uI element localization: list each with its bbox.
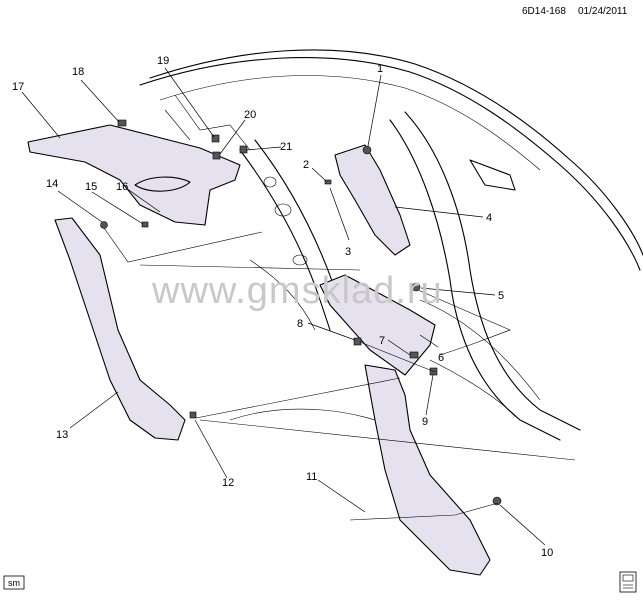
clip-19 <box>211 134 220 143</box>
callout-4: 4 <box>486 212 492 224</box>
part-4-pillar-upper-trim <box>334 144 411 256</box>
clip-20 <box>212 151 221 160</box>
nut-5 <box>411 282 421 292</box>
nut-10 <box>492 496 502 506</box>
assembly-lines <box>103 227 576 521</box>
part-17-quarter-upper-trim <box>27 124 241 226</box>
callout-7: 7 <box>379 335 385 347</box>
callout-14: 14 <box>46 178 58 190</box>
clip-18 <box>117 119 127 127</box>
clip-7 <box>409 351 419 359</box>
part-11-center-pillar-trim <box>364 364 491 576</box>
nut-14 <box>100 221 108 229</box>
callout-6: 6 <box>438 352 444 364</box>
callout-21: 21 <box>280 141 292 153</box>
clip-8 <box>353 337 362 346</box>
callout-10: 10 <box>541 547 553 559</box>
corner-logo-icon <box>619 571 637 593</box>
callout-18: 18 <box>72 66 84 78</box>
callout-3: 3 <box>345 246 351 258</box>
diagram-code: 6D14-168 <box>522 6 566 17</box>
callout-8: 8 <box>297 318 303 330</box>
callout-9: 9 <box>422 416 428 428</box>
clip-1 <box>362 145 372 155</box>
part-6-pillar-lower-trim <box>319 274 436 376</box>
footer-tag: sm <box>8 578 20 588</box>
callout-11: 11 <box>306 471 317 483</box>
callout-15: 15 <box>85 181 97 193</box>
leader-lines <box>21 67 546 546</box>
callout-17: 17 <box>12 81 24 93</box>
callout-20: 20 <box>244 109 256 121</box>
callout-1: 1 <box>377 63 383 75</box>
footer-tag-box <box>3 575 25 590</box>
clip-21 <box>239 145 248 154</box>
clip-2 <box>324 179 332 185</box>
clip-15 <box>141 221 149 228</box>
callout-16: 16 <box>116 181 128 193</box>
callout-labels: 1 2 3 4 5 6 7 8 9 10 11 12 13 14 15 16 1… <box>12 55 553 559</box>
watermark: www.gmsklad.ru <box>151 270 443 312</box>
callout-2: 2 <box>303 159 309 171</box>
fasteners <box>100 119 502 506</box>
part-13-quarter-lower-trim <box>54 217 186 441</box>
callout-13: 13 <box>56 429 68 441</box>
part-16-handle-recess <box>134 176 191 192</box>
clip-12 <box>189 411 197 419</box>
diagram-date: 01/24/2011 <box>578 6 628 17</box>
callout-5: 5 <box>498 290 504 302</box>
callout-12: 12 <box>222 477 234 489</box>
callout-19: 19 <box>157 55 169 67</box>
